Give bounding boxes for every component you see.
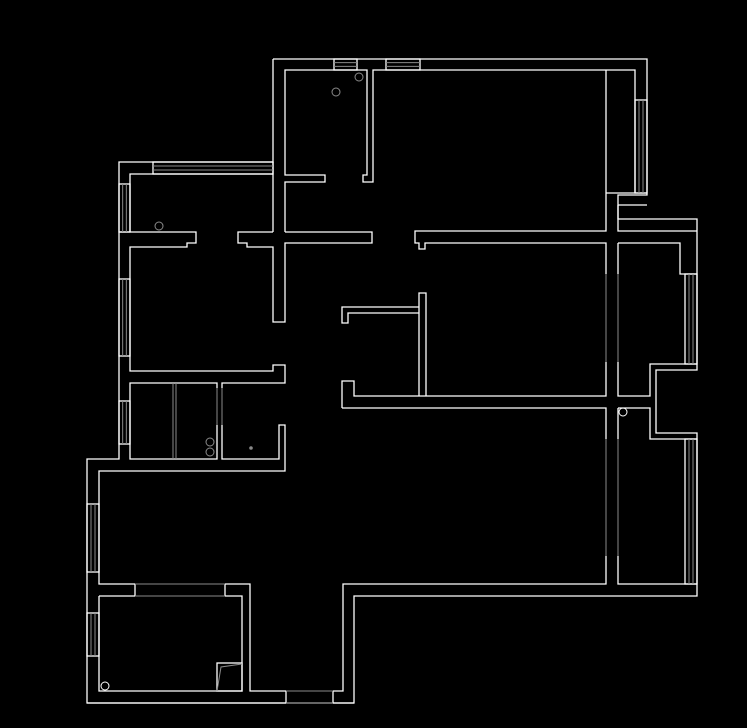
wall-segment <box>618 407 697 440</box>
window-frame <box>86 612 100 657</box>
fixtures <box>100 72 628 692</box>
wall-segment <box>284 69 636 232</box>
window <box>684 438 698 585</box>
window <box>385 58 421 71</box>
wall-segment <box>617 556 697 585</box>
window <box>118 400 131 445</box>
drain-icon <box>354 72 364 82</box>
cabinet <box>216 662 243 692</box>
drain-icon <box>154 221 164 231</box>
wall-segment <box>341 362 607 408</box>
drain-icon <box>205 437 215 447</box>
wall-segment <box>341 306 419 324</box>
wall-segment <box>86 58 698 704</box>
windows <box>86 58 698 704</box>
wall-segment <box>237 231 373 323</box>
drain-icon <box>100 681 110 691</box>
wall-segment <box>617 362 697 397</box>
window-frame <box>152 161 274 175</box>
window-frame <box>118 183 131 233</box>
window <box>118 278 131 357</box>
window-frame <box>634 99 648 194</box>
wall-segment <box>119 231 286 388</box>
window <box>333 58 358 71</box>
window-frame <box>385 58 421 71</box>
wall-segment <box>414 70 607 274</box>
window <box>86 503 100 573</box>
window <box>152 161 274 175</box>
drain-icon <box>205 447 215 457</box>
cabinet-door-swing <box>216 663 243 692</box>
window-frame <box>333 58 358 71</box>
drain-icon <box>331 87 341 97</box>
floor-drain-icon <box>249 446 253 450</box>
window-frame <box>118 400 131 445</box>
window-frame <box>684 438 698 585</box>
window <box>634 99 648 194</box>
window <box>86 612 100 657</box>
window-frame <box>118 278 131 357</box>
drain-icon <box>618 407 628 417</box>
wall-segment <box>418 292 427 396</box>
wall-segment <box>333 556 607 692</box>
wall-segment <box>342 407 607 439</box>
window-frame <box>86 503 100 573</box>
window-frame <box>684 273 698 365</box>
wall-segment <box>617 205 697 232</box>
window <box>118 183 131 233</box>
window <box>684 273 698 365</box>
wall-segment <box>225 583 286 692</box>
